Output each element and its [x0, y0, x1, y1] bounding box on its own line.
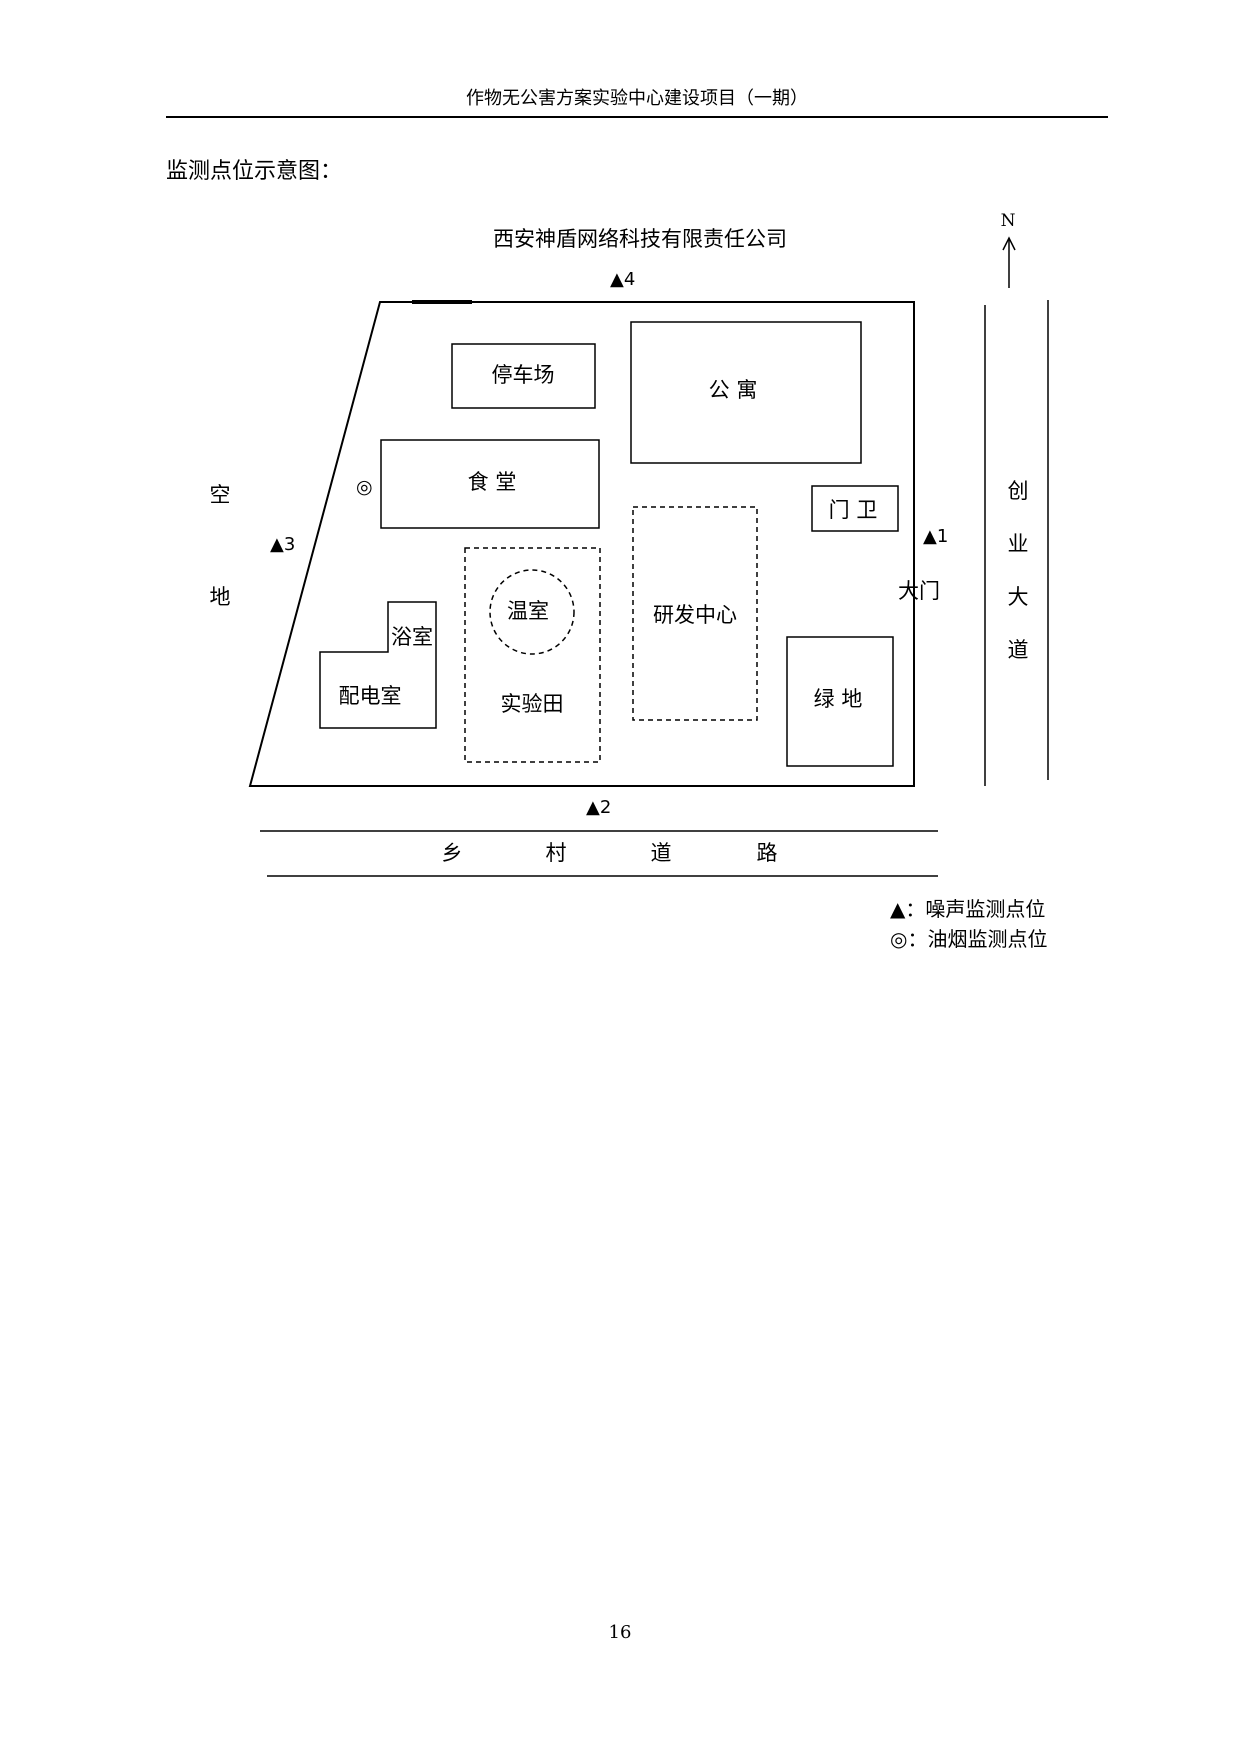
green-space-label: 绿 地: [814, 687, 863, 711]
apartment-building: [630, 321, 862, 464]
parking-lot: [451, 343, 596, 409]
bathroom-label: 浴室: [391, 625, 433, 649]
legend-noise: ▲：噪声监测点位: [890, 897, 1046, 921]
company-name: 西安神盾网络科技有限责任公司: [493, 227, 787, 251]
power-room-building: [319, 601, 437, 729]
north-label: N: [1001, 211, 1016, 231]
vacant-land-char-2: 地: [210, 585, 231, 609]
experiment-field: [464, 547, 601, 763]
avenue-char-4: 道: [1008, 638, 1029, 662]
guard-label: 门 卫: [829, 498, 878, 522]
site-diagram: 西安神盾网络科技有限责任公司 N ▲4 停车场 公 寓 食 堂 ◎ 门 卫 ▲1…: [210, 211, 1049, 877]
main-gate-label: 大门: [898, 579, 940, 603]
greenhouse-label: 温室: [507, 599, 549, 623]
north-arrow-icon: N: [1001, 211, 1016, 288]
legend: ▲：噪声监测点位 ◎：油烟监测点位: [890, 894, 1047, 954]
experiment-field-label: 实验田: [501, 692, 564, 716]
greenhouse: [489, 569, 575, 655]
legend-smoke: ◎：油烟监测点位: [890, 927, 1048, 951]
noise-point-3: ▲3: [270, 534, 295, 555]
green-space: [786, 636, 894, 767]
smoke-monitoring-point: ◎: [356, 476, 373, 498]
apartment-label: 公 寓: [709, 378, 758, 402]
vacant-land-char-1: 空: [210, 483, 231, 507]
avenue-char-3: 大: [1008, 585, 1029, 609]
header-title: 作物无公害方案实验中心建设项目（一期）: [466, 88, 808, 109]
power-room-label: 配电室: [339, 684, 402, 708]
road-char-1: 乡: [442, 841, 463, 865]
noise-point-4: ▲4: [610, 269, 635, 290]
road-char-3: 道: [651, 841, 672, 865]
rnd-center: [632, 506, 758, 721]
avenue-char-2: 业: [1008, 532, 1029, 556]
site-boundary: [248, 301, 915, 787]
guard-house: [811, 485, 899, 532]
page-number: 16: [608, 1622, 632, 1643]
avenue-char-1: 创: [1008, 479, 1029, 503]
canteen-building: [380, 439, 600, 529]
road-char-4: 路: [757, 841, 778, 865]
rnd-center-label: 研发中心: [653, 603, 737, 627]
noise-point-1: ▲1: [923, 526, 948, 547]
noise-point-2: ▲2: [586, 797, 611, 818]
parking-label: 停车场: [492, 363, 555, 387]
road-char-2: 村: [546, 841, 567, 865]
section-title: 监测点位示意图：: [166, 159, 343, 184]
canteen-label: 食 堂: [468, 470, 517, 494]
page-header: 作物无公害方案实验中心建设项目（一期）: [166, 84, 1108, 118]
